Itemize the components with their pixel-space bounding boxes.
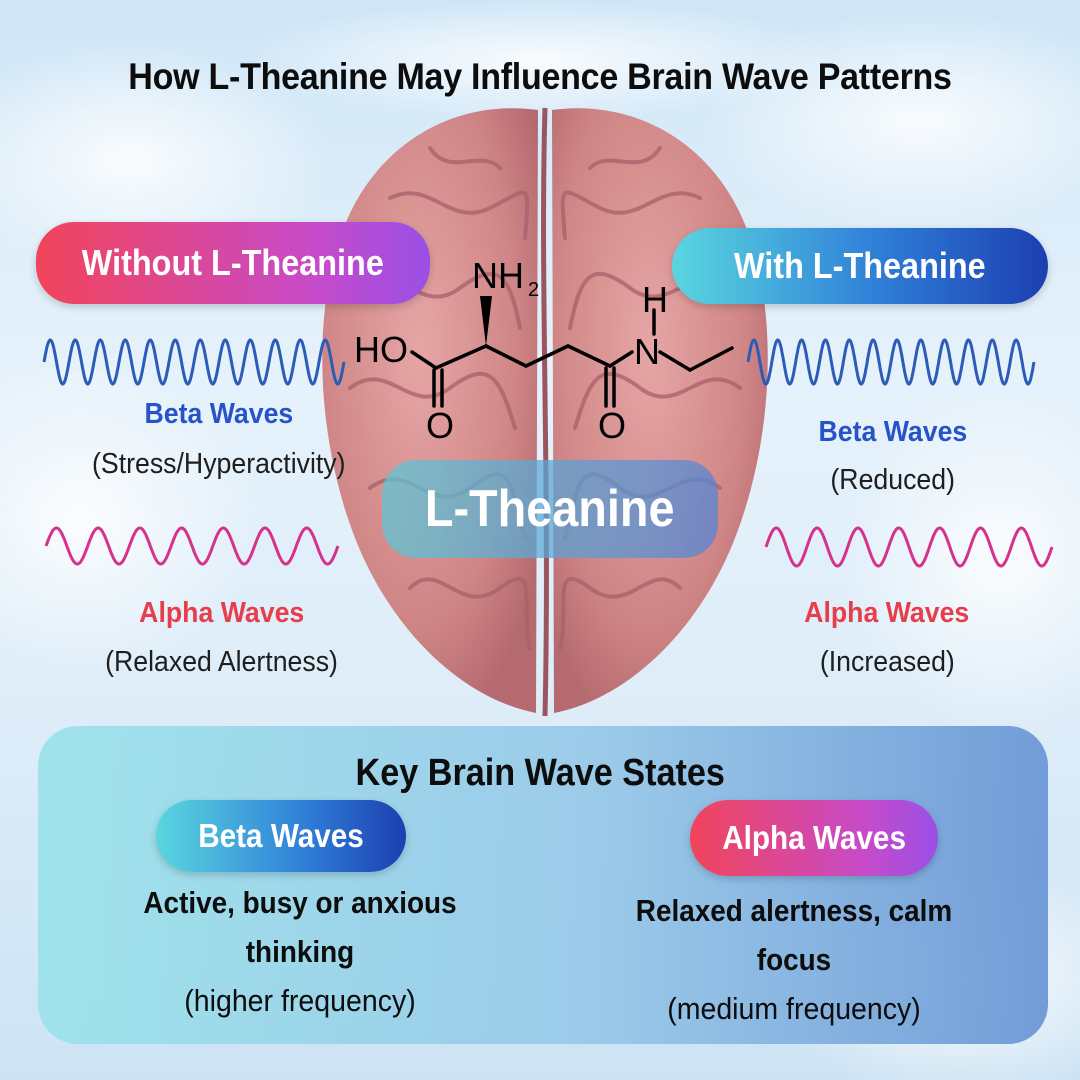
left-beta-title: Beta Waves bbox=[144, 398, 294, 430]
hydroxyl-label: HO bbox=[354, 329, 408, 370]
alpha-description: Relaxed alertness, calm focus (medium fr… bbox=[594, 886, 994, 1033]
key-states-heading: Key Brain Wave States bbox=[355, 752, 725, 794]
alpha-description-line1: Relaxed alertness, calm bbox=[635, 893, 953, 928]
nh2-label: NH bbox=[472, 255, 524, 296]
right-beta-note: (Reduced) bbox=[830, 464, 956, 496]
key-states-panel bbox=[38, 726, 1048, 1044]
left-alpha-title: Alpha Waves bbox=[139, 597, 305, 629]
nitrogen-label: N bbox=[634, 331, 660, 372]
beta-waves-pill: Beta Waves bbox=[156, 800, 406, 872]
beta-frequency: (higher frequency) bbox=[184, 983, 416, 1018]
left-alpha-wave bbox=[44, 526, 340, 566]
theanine-molecule: NH 2 HO O O N H bbox=[354, 255, 734, 446]
page-title: How L-Theanine May Influence Brain Wave … bbox=[128, 56, 952, 97]
with-theanine-pill: With L-Theanine bbox=[672, 228, 1048, 304]
beta-description: Active, busy or anxious thinking (higher… bbox=[100, 878, 500, 1025]
with-theanine-label: With L-Theanine bbox=[734, 245, 986, 286]
alpha-frequency: (medium frequency) bbox=[667, 991, 921, 1026]
right-alpha-wave bbox=[764, 526, 1054, 568]
alpha-description-line2: focus bbox=[756, 942, 832, 977]
right-alpha-title: Alpha Waves bbox=[804, 597, 970, 629]
without-theanine-pill: Without L-Theanine bbox=[36, 222, 430, 304]
alpha-waves-pill-label: Alpha Waves bbox=[722, 819, 906, 856]
alpha-waves-pill: Alpha Waves bbox=[690, 800, 938, 876]
left-beta-note: (Stress/Hyperactivity) bbox=[92, 448, 346, 480]
without-theanine-label: Without L-Theanine bbox=[81, 242, 385, 283]
beta-description-line2: thinking bbox=[245, 934, 355, 969]
nh2-subscript: 2 bbox=[528, 279, 539, 301]
right-beta-title: Beta Waves bbox=[818, 416, 968, 448]
beta-description-line1: Active, busy or anxious bbox=[143, 885, 457, 920]
left-beta-wave bbox=[42, 338, 346, 386]
oxygen-label-right: O bbox=[598, 405, 626, 446]
hydrogen-label: H bbox=[642, 279, 668, 320]
right-alpha-note: (Increased) bbox=[819, 646, 955, 678]
left-alpha-note: (Relaxed Alertness) bbox=[105, 646, 339, 678]
beta-waves-pill-label: Beta Waves bbox=[198, 817, 364, 854]
oxygen-label-left: O bbox=[426, 405, 454, 446]
l-theanine-center-pill: L-Theanine bbox=[382, 460, 718, 558]
l-theanine-center-label: L-Theanine bbox=[425, 480, 675, 538]
right-beta-wave bbox=[746, 338, 1036, 386]
